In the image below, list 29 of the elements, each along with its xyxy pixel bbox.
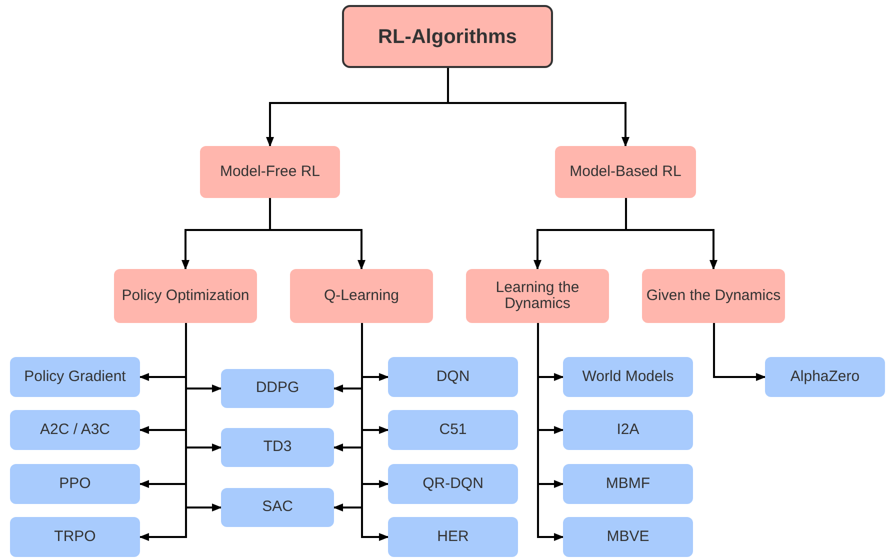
algorithm-box: PPO [10, 464, 140, 504]
algorithm-box: World Models [563, 357, 693, 397]
algorithm-box: I2A [563, 410, 693, 450]
algorithm-box: A2C / A3C [10, 410, 140, 450]
algorithm-box: MBVE [563, 517, 693, 557]
arrow [537, 323, 564, 541]
algorithm-box: DDPG [221, 369, 334, 408]
arrow [185, 323, 222, 512]
arrow [713, 323, 766, 381]
algorithm-box: MBMF [563, 464, 693, 504]
category-box: Given the Dynamics [642, 269, 785, 323]
algorithm-box: TD3 [221, 428, 334, 467]
algorithm-box: SAC [221, 488, 334, 527]
category-box: Q-Learning [290, 269, 433, 323]
algorithm-box: AlphaZero [765, 357, 885, 397]
algorithm-box: Policy Gradient [10, 357, 140, 397]
algorithm-box: QR-DQN [388, 464, 518, 504]
category-box: Learning the Dynamics [466, 269, 609, 323]
arrow [361, 323, 389, 541]
arrow [625, 198, 718, 270]
arrow [447, 68, 630, 147]
category-box: Model-Free RL [200, 146, 340, 198]
root-box: RL-Algorithms [342, 5, 553, 68]
category-box: Policy Optimization [114, 269, 257, 323]
category-box: Model-Based RL [555, 146, 696, 198]
algorithm-box: DQN [388, 357, 518, 397]
algorithm-box: C51 [388, 410, 518, 450]
algorithm-box: TRPO [10, 517, 140, 557]
algorithm-box: HER [388, 517, 518, 557]
